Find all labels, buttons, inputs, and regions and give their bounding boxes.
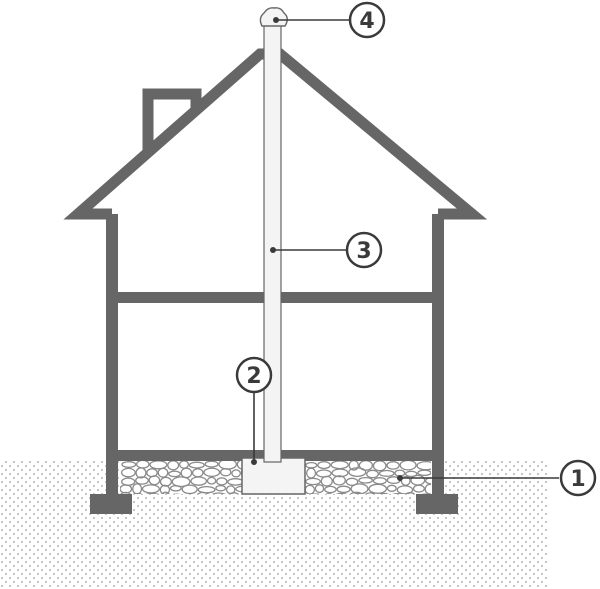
gravel-stone [168,470,181,478]
callout-4: 4 [273,1,386,39]
gravel-stone [197,491,209,494]
chimney [142,88,202,150]
gravel-stone [378,492,389,494]
callout-2-marker [235,356,273,394]
gravel-stone [206,476,217,485]
gravel-stone [159,484,171,494]
gravel-stone [228,492,239,494]
gravel-stone [157,467,169,478]
gravel-stone [349,491,363,494]
gravel-stone [159,476,172,487]
gravel-stone [135,476,149,485]
footing-right [416,494,458,514]
gravel-stone [412,484,425,493]
gravel-stone [133,492,143,494]
gravel-stone [335,492,348,494]
gravel-layer-right [305,460,431,494]
gravel-stone [190,476,208,486]
gravel-stone [120,467,136,478]
gravel-stone [219,467,232,477]
gravel-stone [325,492,333,494]
wall-right [432,214,444,500]
gravel-stone [204,460,219,468]
gravel-stone [320,475,333,487]
gravel-stone [358,476,374,484]
gravel-stone [396,485,414,494]
callout-2-label: 2 [246,364,261,389]
gravel-stone [417,469,431,477]
gravel-stone [227,478,242,486]
callout-1-anchor [397,475,403,481]
gravel-stone [169,485,182,492]
callout-2-anchor [251,459,257,465]
gravel-stone [145,492,160,494]
gravel-stone [314,484,325,494]
gravel-stone [386,461,400,470]
callout-1: 1 [397,459,597,497]
gravel-stone [404,470,418,478]
gravel-stone [161,491,170,494]
gravel-stone [424,477,431,485]
gravel-stone [317,461,331,470]
gravel-stone [368,483,388,494]
callout-3-label: 3 [356,239,371,264]
gravel-stone [231,469,241,478]
gravel-stone [392,492,403,494]
gravel-stone [211,492,226,494]
callout-2: 2 [235,356,273,465]
gravel-stone [332,475,346,486]
gravel-stone [235,485,242,493]
gravel-stone [345,477,359,486]
gravel-stone [336,485,351,494]
gravel-stone [203,467,221,478]
wall-left [106,214,118,500]
gravel-stone [366,469,379,479]
gravel-layer-left [120,460,242,494]
gravel-stone [324,485,337,494]
gravel-stone [120,491,131,494]
gravel-stone [331,468,349,478]
footing-left [90,494,132,514]
gravel-stone [350,483,369,494]
callout-3-anchor [270,247,276,253]
callout-4-label: 4 [359,9,374,34]
gravel-stone [171,476,191,488]
gravel-stone [236,460,242,470]
vent-cap [259,7,288,27]
gravel-stone [405,492,416,494]
gravel-stone [215,484,227,492]
gravel-stone [348,467,367,478]
callout-4-anchor [273,17,279,23]
vent-pipe [263,19,282,463]
callout-3-marker [345,231,383,269]
gravel-stone [216,477,228,486]
gravel-stone [181,484,198,494]
gravel-stone [188,461,205,469]
callout-3: 3 [270,231,383,269]
gravel-stone [424,483,431,494]
gravel-stone [386,484,397,492]
gravel-stone [135,467,147,479]
gravel-stone [365,492,376,494]
callout-1-marker [559,459,597,497]
gravel-stone [121,461,137,468]
callout-1-label: 1 [570,467,585,492]
gravel-stone [378,469,395,477]
callout-4-marker [348,1,386,39]
